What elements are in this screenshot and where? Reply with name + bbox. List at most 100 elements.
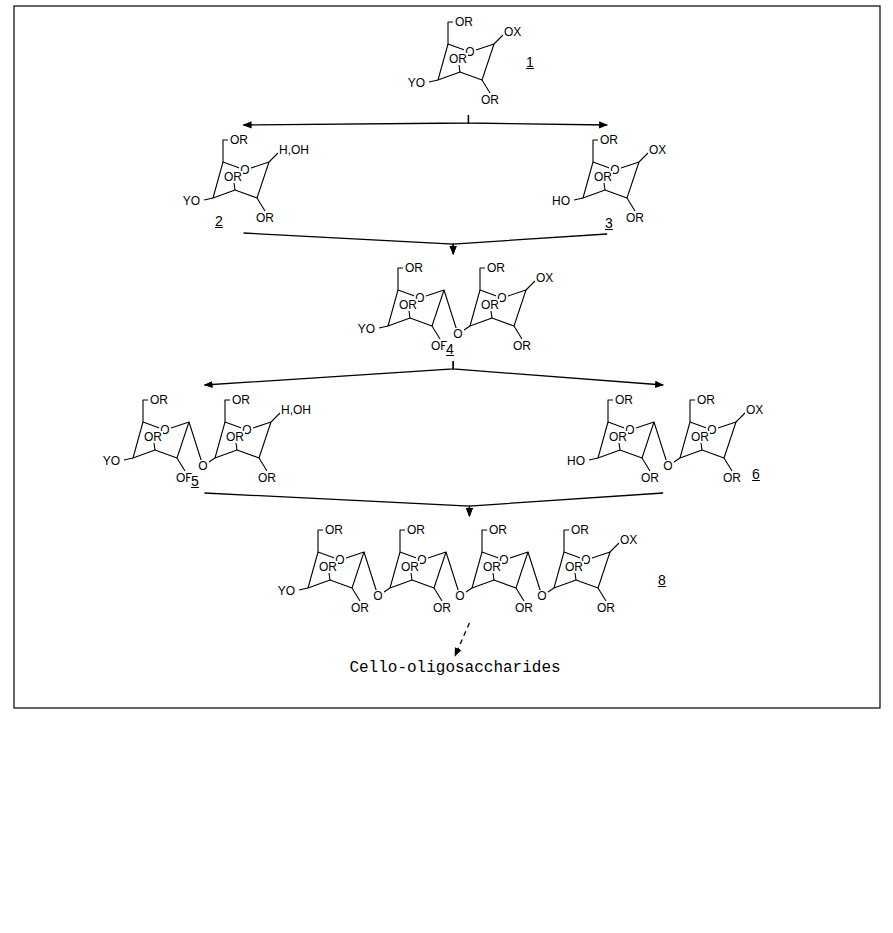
bond-line [429, 80, 438, 82]
substituent-label: OR [596, 602, 616, 614]
substituent-label: OR [398, 299, 418, 311]
substituent-label: OR [614, 394, 634, 406]
bond-line [564, 530, 569, 552]
substituent-label: OR [608, 431, 628, 443]
substituent-label: OR [722, 472, 742, 484]
substituent-label: OR [406, 524, 426, 536]
pyranose-ring [390, 552, 446, 588]
compound-number: 8 [657, 573, 667, 587]
reaction-arrow [469, 493, 663, 516]
bond-line [329, 573, 330, 580]
bond-line [432, 326, 440, 339]
bond-line [736, 413, 745, 422]
anomeric-label: H,OH [278, 144, 310, 156]
anomeric-label: OX [619, 534, 638, 546]
compound-number: 3 [604, 216, 614, 230]
substituent-label: OR [514, 602, 534, 614]
bond-line [299, 588, 308, 590]
anomeric-label: OX [648, 144, 667, 156]
bond-line [642, 458, 650, 471]
substituent-label: OR [318, 561, 338, 573]
bond-line [269, 153, 278, 162]
bond-line [257, 198, 265, 211]
substituent-label: OR [488, 524, 508, 536]
pyranose-ring [133, 422, 189, 458]
pyranose-ring [554, 552, 610, 588]
bond-line [639, 153, 648, 162]
reaction-arrow [244, 115, 469, 125]
substituent-label: OR [231, 394, 251, 406]
bond-line [690, 400, 695, 422]
bond-line [204, 198, 213, 200]
bond-line [318, 530, 323, 552]
compound-structure: OROORYOOROOROOROROX4 [350, 258, 556, 358]
anomeric-label: H,OH [280, 404, 312, 416]
reaction-arrow [453, 234, 607, 254]
bond-line [514, 326, 522, 339]
product-label-box: Cello-oligosaccharides [347, 660, 562, 676]
bond-line [177, 458, 185, 471]
bond-line [608, 400, 613, 422]
substituent-label: OR [599, 134, 619, 146]
pyranose-ring [438, 44, 494, 80]
bond-line [225, 400, 230, 422]
bond-line [593, 140, 598, 162]
compound-structure: OROORYOOROOROOROROOROOROROOROOROROX8 [270, 520, 669, 620]
bond-line [589, 458, 598, 460]
substituent-label: OR [486, 262, 506, 274]
substituent-label: OR [454, 16, 474, 28]
reaction-arrow [453, 361, 663, 385]
pyranose-ring [388, 290, 444, 326]
substituent-label: OR [404, 262, 424, 274]
substituent-label: OR [696, 394, 716, 406]
substituent-label: OR [432, 602, 452, 614]
reaction-arrow [205, 493, 470, 516]
substituent-label: OR [512, 340, 532, 352]
pyranose-ring [680, 422, 736, 458]
pyranose-ring [583, 162, 639, 198]
bond-line [143, 400, 148, 422]
anomeric-label: OX [745, 404, 764, 416]
substituent-label: OR [143, 431, 163, 443]
substituent-label: OR [324, 524, 344, 536]
bond-line [516, 588, 524, 601]
glycosidic-oxygen: O [372, 590, 383, 602]
substituent-label: OR [229, 134, 249, 146]
compound-structure: OROORHOOROX3 [545, 130, 669, 231]
bond-line [236, 443, 237, 450]
substituent-label: OR [564, 561, 584, 573]
bond-line [598, 588, 606, 601]
substituent-label: OR [593, 171, 613, 183]
pyranose-ring [598, 422, 654, 458]
bond-line [400, 530, 405, 552]
substituent-label: OR [625, 212, 645, 224]
compound-number: 2 [214, 214, 224, 228]
bond-line [154, 443, 155, 450]
reaction-arrow [468, 115, 607, 125]
substituent-label: OR [350, 602, 370, 614]
compound-number: 5 [190, 474, 200, 488]
bond-line [482, 80, 490, 93]
bond-line [124, 458, 133, 460]
bond-line [459, 65, 460, 72]
pyranose-ring [213, 162, 269, 198]
bond-line [701, 443, 702, 450]
glycosidic-oxygen: O [197, 460, 208, 472]
reaction-arrow [205, 361, 454, 385]
substituent-label: YO [407, 77, 426, 89]
glycosidic-oxygen: O [536, 590, 547, 602]
bond-line [494, 35, 503, 44]
substituent-label: OR [448, 53, 468, 65]
bond-line [398, 268, 403, 290]
substituent-label: YO [182, 195, 201, 207]
anomeric-label: OX [535, 272, 554, 284]
substituent-label: OR [257, 472, 277, 484]
reaction-arrow [455, 623, 469, 656]
bond-line [411, 573, 412, 580]
bond-line [493, 573, 494, 580]
bond-line [259, 458, 267, 471]
anomeric-label: OX [503, 26, 522, 38]
glycosidic-oxygen: O [452, 328, 463, 340]
pyranose-ring [470, 290, 526, 326]
compound-structure: OROORYOORH,OH2 [175, 130, 312, 230]
